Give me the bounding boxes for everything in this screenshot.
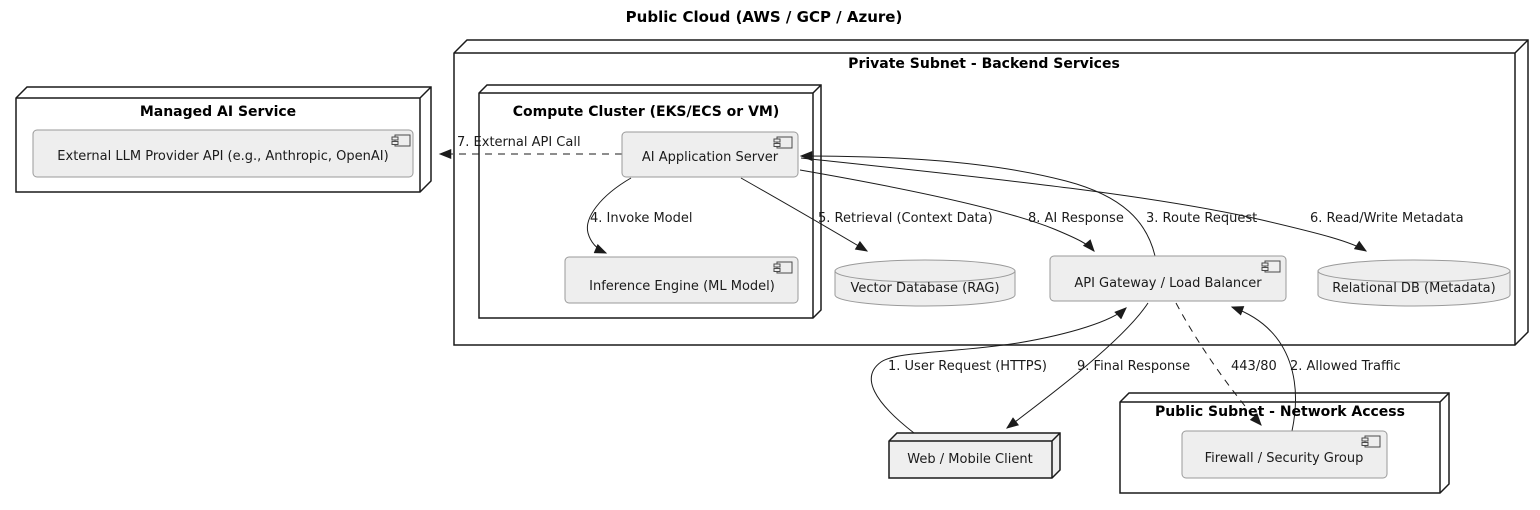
external-llm-provider-component <box>32 129 414 178</box>
web-mobile-client-label: Web / Mobile Client <box>907 452 1033 467</box>
managed-ai-title: Managed AI Service <box>139 104 297 120</box>
public-subnet-title: Public Subnet - Network Access <box>1155 404 1405 420</box>
edge-6-read-write-metadata <box>800 157 1368 252</box>
edge-label-1: 1. User Request (HTTPS) <box>888 359 1047 374</box>
inference-engine-component <box>564 256 799 304</box>
edge-443-80 <box>1175 302 1262 426</box>
edge-9-final-response <box>1006 302 1149 429</box>
firewall-component <box>1181 430 1388 479</box>
component-icon <box>773 136 793 149</box>
edge-label-3: 3. Route Request <box>1146 211 1258 226</box>
firewall-label: Firewall / Security Group <box>1204 451 1364 466</box>
private-subnet-title: Private Subnet - Backend Services <box>848 56 1120 72</box>
edge-1-user-request <box>870 307 1127 434</box>
edge-label-6: 6. Read/Write Metadata <box>1310 211 1464 226</box>
ai-application-server-label: AI Application Server <box>641 150 779 165</box>
web-mobile-client-box <box>888 432 1061 479</box>
api-gateway-component <box>1049 255 1287 302</box>
compute-cluster-title: Compute Cluster (EKS/ECS or VM) <box>512 104 780 120</box>
vector-database-label: Vector Database (RAG) <box>850 281 1000 296</box>
edge-3-route-request <box>799 151 1156 257</box>
inference-engine-label: Inference Engine (ML Model) <box>589 279 775 294</box>
edge-label-7: 7. External API Call <box>457 135 581 150</box>
edge-label-5: 5. Retrieval (Context Data) <box>818 211 993 226</box>
vector-database-cylinder <box>834 259 1016 307</box>
edge-label-9: 9. Final Response <box>1077 359 1191 374</box>
component-icon <box>1261 260 1281 273</box>
edge-label-443-80: 443/80 <box>1231 359 1277 374</box>
component-icon <box>773 261 793 274</box>
component-icon <box>1361 435 1381 448</box>
relational-db-label: Relational DB (Metadata) <box>1332 281 1496 296</box>
api-gateway-label: API Gateway / Load Balancer <box>1074 276 1262 291</box>
component-icon <box>391 134 411 147</box>
edge-2-allowed-traffic <box>1230 306 1296 432</box>
external-llm-provider-label: External LLM Provider API (e.g., Anthrop… <box>57 149 389 164</box>
edge-8-ai-response <box>799 169 1095 252</box>
edge-4-invoke-model <box>586 177 632 254</box>
edge-5-retrieval <box>740 177 869 252</box>
edge-label-8: 8. AI Response <box>1028 211 1124 226</box>
relational-db-cylinder <box>1317 259 1511 307</box>
ai-application-server-component <box>621 131 799 178</box>
edge-label-4: 4. Invoke Model <box>590 211 693 226</box>
edge-label-2: 2. Allowed Traffic <box>1290 359 1401 374</box>
diagram-title: Public Cloud (AWS / GCP / Azure) <box>625 8 903 26</box>
